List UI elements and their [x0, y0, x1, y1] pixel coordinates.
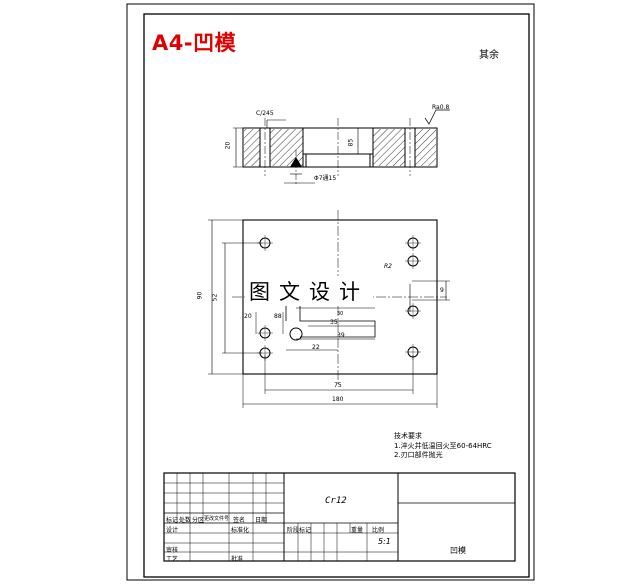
scale-ratio: 5:1 — [378, 537, 391, 546]
dim-total-height: 90 — [196, 291, 204, 300]
inner-border — [143, 13, 530, 578]
material: Cr12 — [325, 496, 347, 506]
part-name: 凹模 — [450, 546, 466, 555]
dim-30: 30 — [337, 311, 344, 317]
dim-chamfer: C/245 — [256, 110, 274, 117]
tb-label-bili: 比例 — [372, 527, 385, 534]
outer-border — [126, 3, 535, 581]
tb-label-biaozhunhua: 标准化 — [231, 527, 250, 534]
tb-label-zhongliang: 重量 — [351, 527, 364, 534]
dim-22: 22 — [312, 344, 320, 351]
title-block — [163, 472, 516, 562]
tb-label-biaoji: 标记 — [166, 517, 179, 524]
dim-depth: 85 — [347, 138, 355, 147]
dim-hole-width: 75 — [334, 382, 342, 389]
tech-notes-heading: 技术要求 — [394, 432, 422, 440]
drawing-title: A4-凹模 — [152, 31, 237, 55]
plan-view — [208, 210, 450, 408]
technical-requirements: 技术要求 1.淬火并低温回火至60-64HRC 2.刃口部件抛光 — [394, 432, 492, 461]
tb-label-pizhun: 批准 — [231, 556, 244, 563]
dim-roughness: Ra0.8 — [432, 104, 450, 111]
tech-notes-line-2: 2.刃口部件抛光 — [394, 451, 443, 459]
tb-label-shenhe: 审核 — [166, 547, 179, 554]
tb-label-genggai: 更改文件号 — [204, 516, 230, 522]
dim-35: 35 — [330, 319, 338, 326]
dim-20: 20 — [244, 313, 252, 320]
dim-height: 20 — [224, 141, 232, 150]
tb-label-riqi: 日期 — [255, 517, 268, 524]
tb-label-jieduan: 阶段标记 — [287, 527, 312, 534]
dim-88: 88 — [274, 313, 282, 320]
tech-notes-line-1: 1.淬火并低温回火至60-64HRC — [394, 441, 492, 450]
tb-label-chushu: 处数 — [179, 517, 192, 524]
tb-label-qianming: 签名 — [233, 517, 246, 524]
dim-9: 9 — [440, 287, 444, 294]
dim-hole-height: 52 — [211, 293, 219, 302]
roughness-note: 其余 — [479, 50, 499, 61]
section-view — [233, 109, 450, 186]
watermark: 图文设计 — [245, 276, 373, 306]
dim-counterbore: Φ7通15 — [314, 175, 337, 182]
dim-r2: R2 — [384, 263, 392, 270]
dim-39: 39 — [337, 332, 345, 339]
tb-label-sheji: 设计 — [166, 527, 179, 534]
tb-label-gongyi: 工艺 — [166, 556, 179, 563]
dim-total-width: 180 — [332, 396, 344, 403]
tb-label-fenqu: 分区 — [192, 517, 205, 524]
